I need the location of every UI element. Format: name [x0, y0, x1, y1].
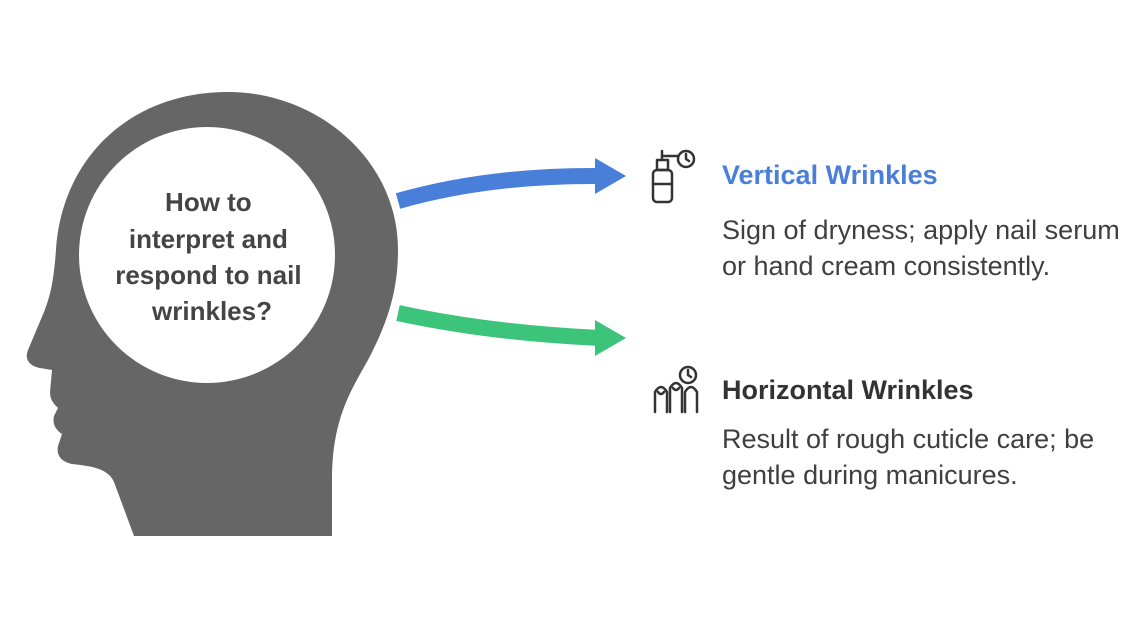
- question-line-3: respond to nail: [115, 260, 301, 290]
- central-question: How to interpret and respond to nail wri…: [115, 187, 309, 326]
- question-line-4: wrinkles?: [151, 296, 272, 326]
- head-inner-circle: [79, 127, 335, 383]
- fingers-clock-icon: [653, 365, 699, 414]
- arrow-vertical: [395, 167, 601, 209]
- question-line-2: interpret and: [129, 224, 288, 254]
- heading-vertical-wrinkles: Vertical Wrinkles: [722, 160, 938, 190]
- description-vertical-wrinkles: Sign of dryness; apply nail serum or han…: [722, 215, 1120, 281]
- question-line-1: How to: [165, 187, 252, 217]
- description-horizontal-wrinkles: Result of rough cuticle care; be gentle …: [722, 424, 1095, 490]
- arrow-horizontal-head: [595, 320, 626, 356]
- arrow-vertical-head: [595, 158, 626, 194]
- heading-horizontal-wrinkles: Horizontal Wrinkles: [722, 375, 974, 405]
- serum-bottle-icon: [651, 149, 696, 204]
- arrow-horizontal: [396, 305, 601, 346]
